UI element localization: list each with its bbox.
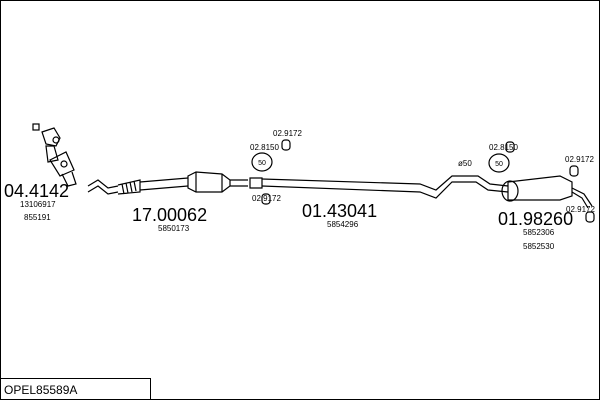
part-ref-1b: 855191 [24,213,51,222]
front-pipe-drawing [87,177,189,195]
model-code-box: OPEL85589A [0,378,151,399]
clamp-size-label-2: 50 [495,161,503,168]
clamp-label-1: 02.8150 [250,143,279,152]
middle-pipe-drawing [249,175,509,199]
part-number-3: 01.43041 [302,201,378,221]
part-number-1: 04.4142 [4,181,70,201]
rear-muffler-drawing [501,175,593,209]
diameter-label: ø50 [458,159,472,168]
part-number-2: 17.00062 [132,205,208,225]
part-ref-4a: 5852306 [523,228,555,237]
part-number-4: 01.98260 [498,209,574,229]
hanger-label-1: 02.9172 [273,129,302,138]
hanger-drawings [261,139,595,223]
part-ref-2a: 5850173 [158,224,190,233]
clamp-size-label: 50 [258,160,266,167]
clamp-drawings [251,152,510,173]
part-ref-1a: 13106917 [20,200,56,209]
hanger-label-3: 02.9172 [565,155,594,164]
hanger-label-2: 02.9172 [252,194,281,203]
hanger-label-4: 02.9172 [566,205,595,214]
part-ref-4b: 5852530 [523,242,555,251]
catalytic-converter-drawing [32,123,77,187]
part-ref-3a: 5854296 [327,220,359,229]
clamp-label-2: 02.8150 [489,143,518,152]
center-converter-drawing [187,171,248,193]
model-code: OPEL85589A [4,383,78,397]
